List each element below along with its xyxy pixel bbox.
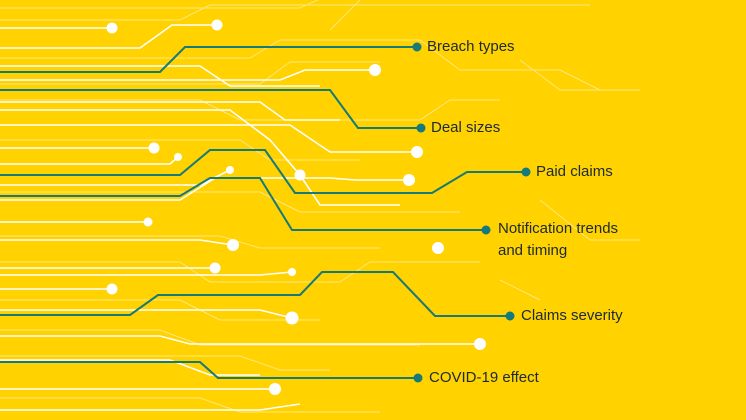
teal-node (413, 373, 423, 383)
white-traces (0, 24, 480, 411)
faint-trace (0, 191, 460, 213)
faint-trace (0, 235, 380, 249)
white-node (209, 262, 221, 274)
teal-trace-notification (0, 177, 486, 231)
teal-trace-paid-claims (0, 149, 526, 194)
white-node (474, 338, 486, 350)
label-claims-severity: Claims severity (521, 305, 623, 327)
white-trace (0, 359, 260, 376)
white-trace (0, 239, 234, 246)
label-text: Breach types (427, 38, 515, 55)
white-trace (0, 271, 293, 276)
faint-trace (499, 279, 541, 301)
white-node (106, 283, 118, 295)
white-trace (0, 335, 480, 345)
white-node (148, 142, 160, 154)
white-node (288, 268, 296, 276)
white-node (403, 174, 415, 186)
white-node (269, 383, 281, 395)
white-trace (0, 24, 217, 49)
faint-traces (0, 0, 640, 413)
white-trace (0, 169, 231, 186)
faint-trace (539, 199, 640, 241)
label-paid-claims: Paid claims (536, 161, 613, 183)
label-text: Deal sizes (431, 119, 501, 136)
teal-node (521, 167, 531, 177)
white-node (227, 239, 239, 251)
white-node (174, 153, 182, 161)
faint-trace (0, 261, 480, 283)
faint-trace (0, 4, 590, 21)
teal-node (412, 42, 422, 52)
teal-node (505, 311, 515, 321)
teal-node (416, 123, 426, 133)
faint-trace (329, 0, 361, 31)
white-node (285, 311, 299, 325)
label-text: COVID-19 effect (429, 369, 539, 386)
white-trace (0, 177, 409, 201)
white-node (106, 22, 118, 34)
white-trace (0, 101, 340, 121)
label-deal-sizes: Deal sizes (431, 117, 500, 139)
faint-trace (519, 59, 640, 91)
teal-nodes (412, 42, 531, 383)
white-trace (0, 403, 301, 411)
faint-trace (0, 61, 380, 85)
faint-trace (0, 39, 601, 91)
teal-node (481, 225, 491, 235)
label-text-line2: and timing (498, 242, 568, 259)
faint-trace (0, 329, 420, 346)
faint-trace (0, 355, 330, 371)
white-trace (0, 156, 179, 165)
label-notification-trends: Notification trends and timing (498, 218, 618, 262)
white-trace (299, 174, 400, 206)
white-node (432, 242, 444, 254)
teal-trace-breach-types (0, 46, 417, 73)
teal-traces (0, 46, 526, 379)
faint-trace (0, 397, 380, 413)
white-trace (0, 124, 417, 153)
white-node (369, 64, 381, 76)
label-text-line1: Notification trends (498, 220, 619, 237)
label-text: Claims severity (521, 307, 623, 324)
teal-trace-claims-severity (0, 271, 510, 317)
teal-trace-deal-sizes (0, 89, 421, 129)
faint-trace (0, 0, 319, 9)
white-node (226, 166, 234, 174)
white-node (411, 146, 423, 158)
label-covid-effect: COVID-19 effect (429, 367, 539, 389)
white-node (143, 217, 153, 227)
label-breach-types: Breach types (427, 36, 515, 58)
white-trace (0, 65, 320, 87)
white-node (294, 169, 306, 181)
label-text: Paid claims (536, 163, 613, 180)
white-trace (0, 69, 375, 81)
white-node (211, 19, 223, 31)
white-trace (0, 309, 293, 319)
teal-trace-covid (0, 361, 418, 379)
white-nodes (106, 19, 486, 395)
